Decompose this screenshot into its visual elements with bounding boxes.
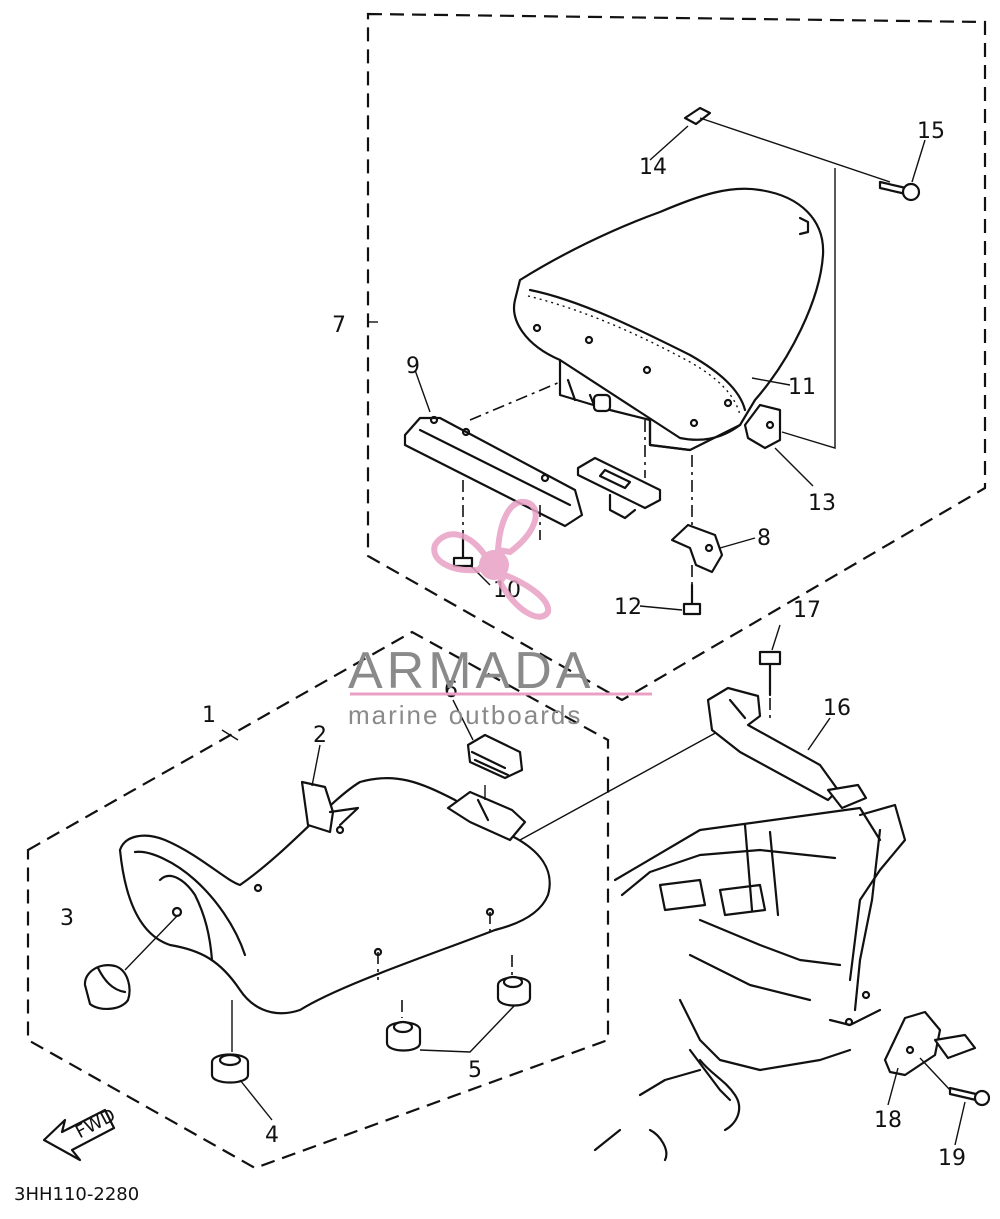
seat-hook-bracket — [446, 790, 527, 842]
callout-7: 7 — [332, 313, 346, 338]
callout-14: 14 — [639, 155, 667, 180]
seat-lock-part-16 — [706, 686, 868, 810]
tab-part-2 — [300, 780, 360, 834]
rear-leader-lines — [368, 117, 891, 588]
front-seat-group-box — [26, 630, 610, 1170]
callout-13: 13 — [808, 491, 836, 516]
cap-part-3 — [83, 964, 131, 1010]
screw-part-19 — [919, 1057, 991, 1107]
callout-11: 11 — [788, 375, 816, 400]
callout-1: 1 — [202, 703, 216, 728]
diagram-code: 3HH110-2280 — [14, 1184, 139, 1205]
bracket-part-13 — [743, 403, 782, 450]
callout-18: 18 — [874, 1108, 902, 1133]
callout-4: 4 — [265, 1123, 279, 1148]
fwd-arrow: FWD — [42, 1105, 119, 1162]
damper-part-4 — [210, 1053, 250, 1084]
key-lock-part-18 — [883, 1010, 977, 1077]
callout-leaders — [239, 125, 966, 1146]
callout-19: 19 — [938, 1146, 966, 1171]
callout-5: 5 — [468, 1058, 482, 1083]
frame — [593, 803, 907, 1162]
rail-part-9 — [403, 415, 584, 528]
damper-part-6 — [466, 733, 524, 780]
callout-17: 17 — [793, 598, 821, 623]
watermark-tagline: marine outboards — [348, 700, 582, 730]
callout-8: 8 — [757, 526, 771, 551]
front-seat-part-1 — [118, 776, 551, 1015]
callout-16: 16 — [823, 696, 851, 721]
bracket-part-8 — [670, 523, 724, 574]
callout-2: 2 — [313, 723, 327, 748]
rear-seat-group-box — [366, 12, 987, 702]
damper-part-5-left — [385, 1020, 422, 1052]
bolt-part-10 — [452, 536, 474, 568]
callout-12: 12 — [614, 595, 642, 620]
callout-3: 3 — [60, 906, 74, 931]
front-leader-lines — [124, 724, 731, 1052]
callout-6: 6 — [444, 678, 458, 703]
damper-part-5-right — [496, 975, 532, 1007]
propeller-logo-icon — [431, 498, 552, 620]
armada-watermark: ARMADA marine outboards — [348, 498, 652, 730]
rear-seat-part-11 — [513, 187, 825, 452]
screw-part-15 — [878, 180, 921, 202]
callout-9: 9 — [406, 354, 420, 379]
callout-15: 15 — [917, 119, 945, 144]
watermark-brand: ARMADA — [348, 642, 594, 700]
latch-plate — [576, 456, 662, 520]
bolt-part-17 — [758, 650, 782, 720]
bolt-part-12 — [682, 583, 702, 616]
clip-part-14 — [683, 106, 712, 126]
